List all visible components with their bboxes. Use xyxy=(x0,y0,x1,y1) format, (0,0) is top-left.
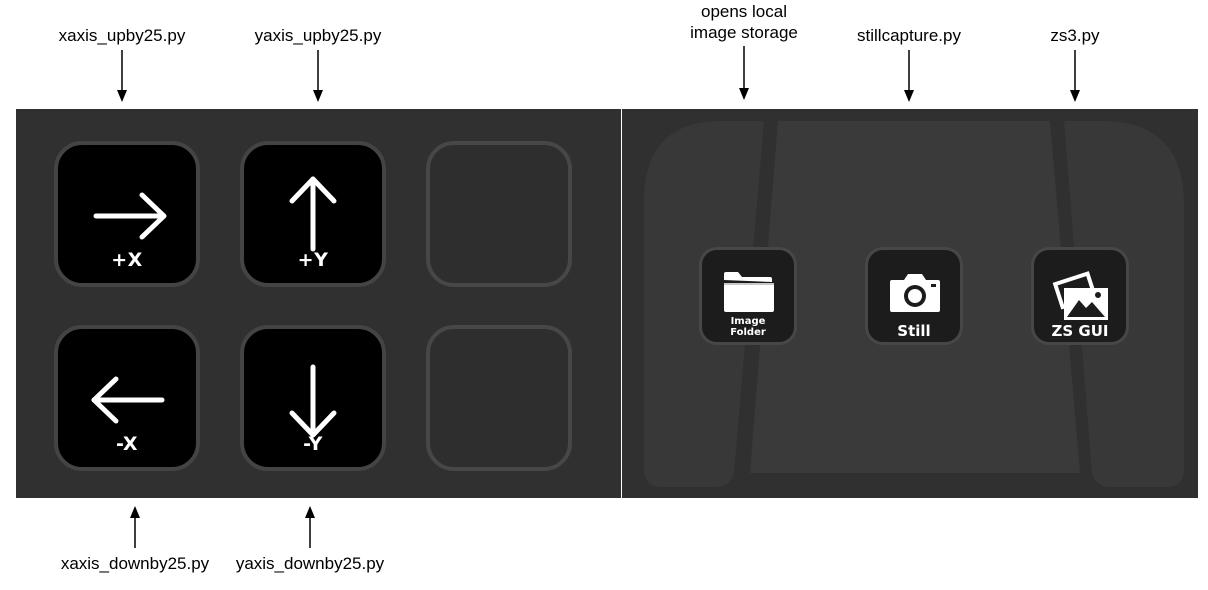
key-x-down[interactable]: -X xyxy=(54,325,200,471)
pedal-panel: Image Folder Still ZS GUI xyxy=(622,109,1198,498)
key-y-down[interactable]: -Y xyxy=(240,325,386,471)
arrow-right-icon xyxy=(93,192,167,240)
key-y-down-label: -Y xyxy=(303,433,323,455)
arrow-down-image-storage xyxy=(739,46,749,100)
image-folder-label-line2: Folder xyxy=(730,327,766,338)
images-icon xyxy=(1052,271,1108,320)
annotation-image-storage-line2: image storage xyxy=(690,23,798,42)
keypad-panel: +X +Y -X -Y xyxy=(16,109,621,498)
folder-icon xyxy=(724,272,774,312)
zs-gui-button[interactable]: ZS GUI xyxy=(1031,247,1129,345)
annotation-zs3: zs3.py xyxy=(1050,26,1100,45)
image-folder-button[interactable]: Image Folder xyxy=(699,247,797,345)
arrow-left-icon xyxy=(91,376,165,424)
annotation-stillcapture: stillcapture.py xyxy=(857,26,961,45)
annotation-image-storage-line1: opens local xyxy=(700,2,788,21)
key-y-up-label: +Y xyxy=(297,249,329,271)
annotation-xaxis-down: xaxis_downby25.py xyxy=(60,554,210,573)
arrow-down-zs3 xyxy=(1070,50,1080,102)
still-label: Still xyxy=(897,322,931,340)
image-folder-label-line1: Image xyxy=(730,316,766,327)
camera-icon xyxy=(890,274,940,312)
zs-gui-label: ZS GUI xyxy=(1051,322,1109,340)
image-folder-label: Image Folder xyxy=(702,316,794,338)
key-x-up[interactable]: +X xyxy=(54,141,200,287)
arrow-down-xaxis-up xyxy=(117,50,127,102)
arrow-down-stillcapture xyxy=(904,50,914,102)
annotation-yaxis-up: yaxis_upby25.py xyxy=(254,26,382,45)
arrow-up-yaxis-down xyxy=(305,506,315,548)
key-empty-top[interactable] xyxy=(426,141,572,287)
key-x-up-label: +X xyxy=(111,249,143,271)
annotation-yaxis-down: yaxis_downby25.py xyxy=(235,554,385,573)
arrow-down-yaxis-up xyxy=(313,50,323,102)
arrow-down-icon xyxy=(289,364,337,438)
key-y-up[interactable]: +Y xyxy=(240,141,386,287)
annotation-image-storage: opens local image storage xyxy=(690,1,798,43)
annotation-xaxis-up: xaxis_upby25.py xyxy=(58,26,186,45)
still-capture-button[interactable]: Still xyxy=(865,247,963,345)
key-x-down-label: -X xyxy=(116,433,138,455)
arrow-up-xaxis-down xyxy=(130,506,140,548)
key-empty-bottom[interactable] xyxy=(426,325,572,471)
arrow-up-icon xyxy=(289,176,337,252)
